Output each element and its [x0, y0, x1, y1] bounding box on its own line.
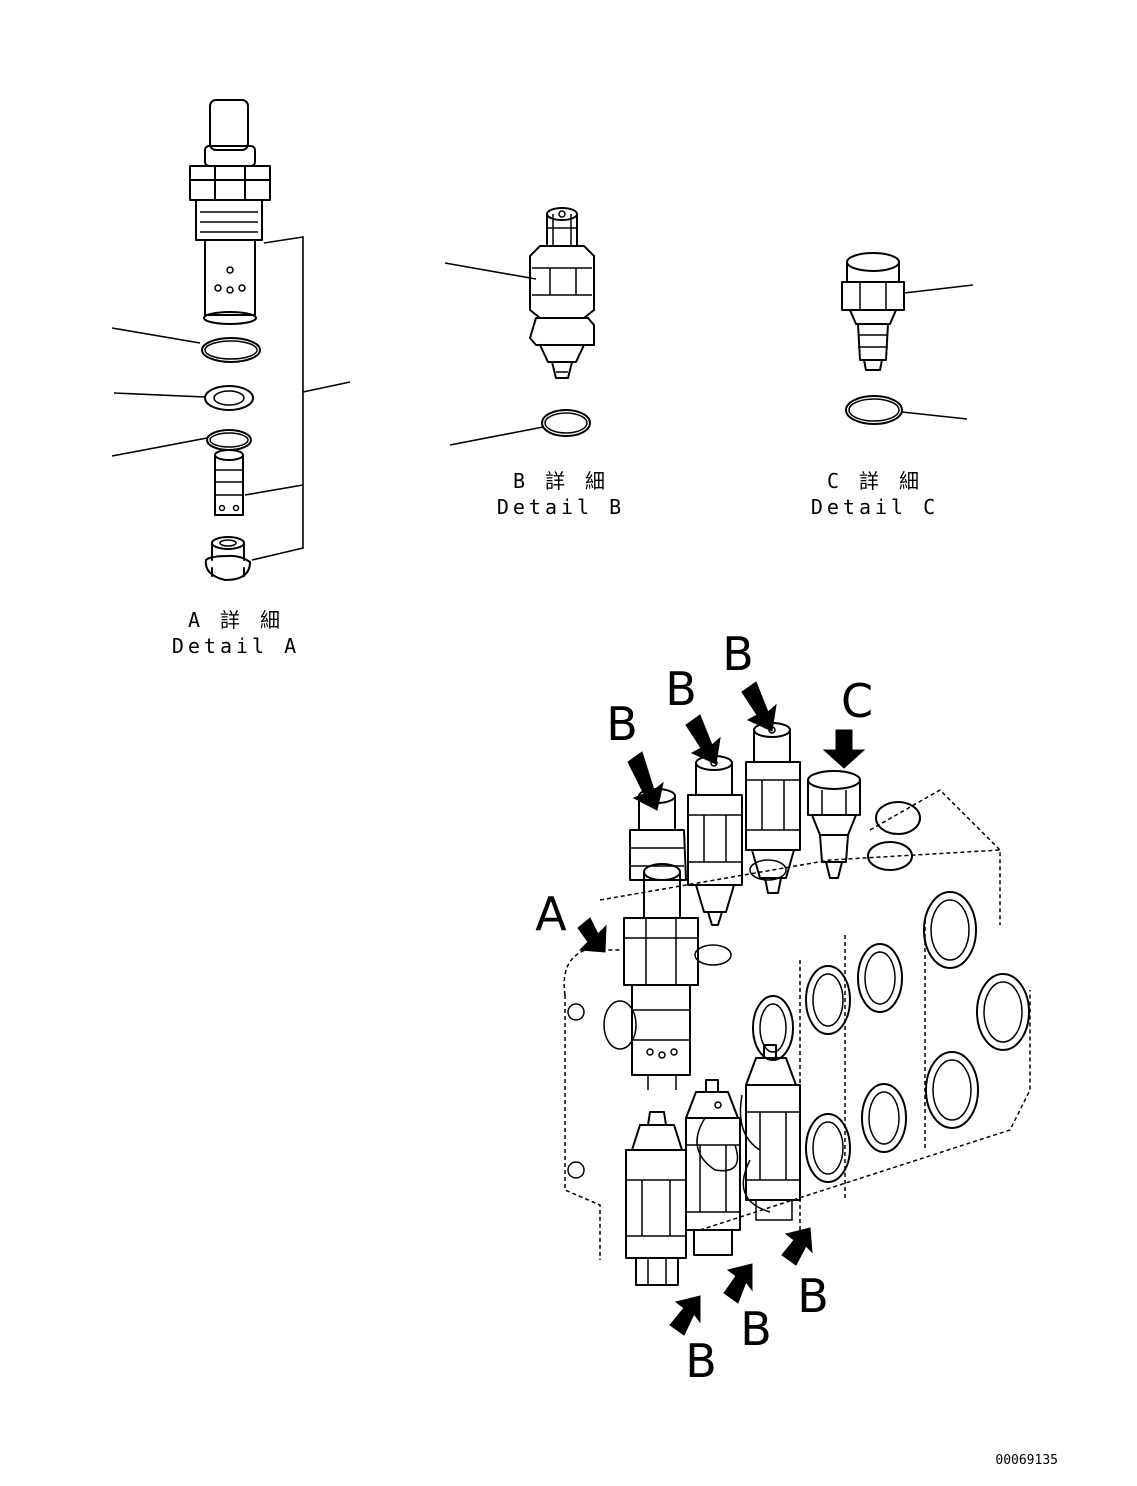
callout-a: A [535, 887, 567, 941]
detail-b-caption-ja: B 詳 細 [513, 469, 609, 493]
bottom-valve-b-3 [739, 1044, 801, 1221]
arrow-c [822, 729, 866, 769]
detail-a-plug [204, 536, 251, 581]
detail-a-relief-valve [189, 99, 271, 325]
detail-a-caption: A 詳 細 Detail A [172, 608, 300, 658]
arrows [577, 681, 866, 1336]
detail-c-caption: C 詳 細 Detail C [811, 469, 939, 519]
detail-c-plug [841, 252, 905, 371]
arrow-b4 [669, 1295, 701, 1336]
detail-c-o-ring [845, 395, 903, 425]
arrow-b6 [781, 1227, 813, 1266]
bottom-valve-b-2 [685, 1079, 741, 1256]
detail-a-o-ring-large [201, 337, 261, 363]
detail-b-valve [529, 207, 595, 379]
arrow-b3 [741, 681, 777, 732]
top-plug-c [807, 770, 861, 879]
callout-b2: B [665, 662, 697, 716]
detail-a-backup-ring [204, 385, 254, 411]
detail-a-spool [214, 449, 244, 516]
detail-b-leaders [444, 262, 544, 446]
top-valve-b-3 [745, 722, 801, 894]
callout-b6: B [797, 1269, 829, 1323]
arrow-b1 [627, 751, 664, 811]
detail-c-caption-en: Detail C [811, 495, 939, 519]
detail-b-caption: B 詳 細 Detail B [497, 469, 625, 519]
detail-c-caption-ja: C 詳 細 [827, 469, 923, 493]
callout-b3: B [722, 627, 754, 681]
detail-b-caption-en: Detail B [497, 495, 625, 519]
drawing-number: 00069135 [995, 1453, 1058, 1468]
bottom-valve-b-1 [625, 1111, 687, 1286]
detail-a-caption-en: Detail A [172, 634, 300, 658]
detail-a-leaders [111, 236, 351, 561]
callout-c: C [841, 674, 873, 728]
callout-b1: B [606, 697, 638, 751]
top-valve-b-2 [687, 755, 743, 926]
detail-c-leaders [901, 284, 974, 420]
detail-b-o-ring [541, 409, 591, 437]
detail-a-o-ring-small [206, 429, 252, 451]
control-valve-body [563, 789, 1031, 1260]
detail-a-caption-ja: A 詳 細 [188, 608, 284, 632]
main-relief-valve-a [623, 863, 699, 1090]
arrow-a [577, 917, 607, 953]
callout-b5: B [740, 1302, 772, 1356]
arrow-b5 [723, 1263, 753, 1304]
callout-b4: B [685, 1334, 717, 1388]
arrow-b2 [685, 714, 721, 765]
